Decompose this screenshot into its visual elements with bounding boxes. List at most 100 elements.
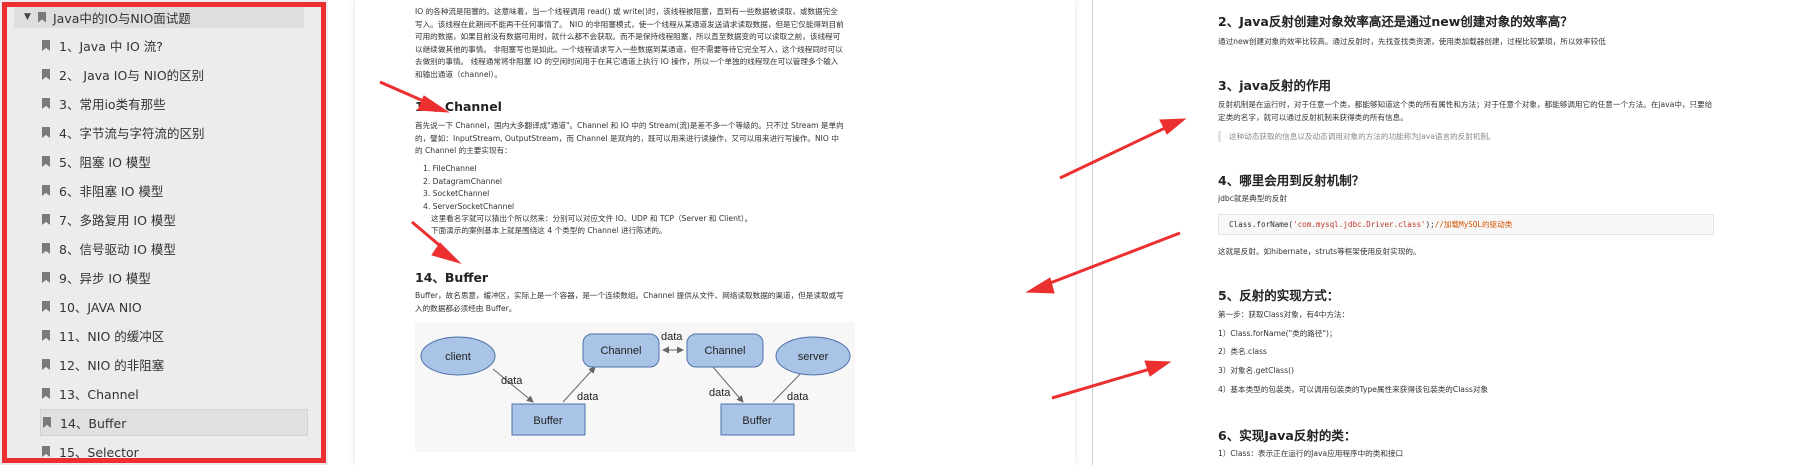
list-item: 3. SocketChannel (423, 189, 490, 198)
outline-item[interactable]: 15、Selector (40, 438, 308, 465)
red-arrow-head (431, 242, 462, 265)
outline-item[interactable]: 4、字节流与字符流的区别 (40, 119, 308, 146)
channel-note-1: 这里看名字就可以猜出个所以然来：分别可以对应文件 IO、UDP 和 TCP（Se… (431, 214, 753, 223)
outline-item[interactable]: 5、阻塞 IO 模型 (40, 148, 308, 175)
outline-item[interactable]: 8、信号驱动 IO 模型 (40, 235, 308, 262)
data-label: data (661, 331, 683, 343)
section-paragraph-3: 反射机制是在运行时，对于任意一个类，都能够知道这个类的所有属性和方法；对于任意个… (1218, 100, 1713, 122)
outline-item-label: 1、Java 中 IO 流? (59, 39, 163, 54)
outline-item-label: 13、Channel (59, 387, 139, 402)
red-arrow-head (417, 95, 450, 113)
outline-item[interactable]: 13、Channel (40, 380, 308, 407)
outline-item[interactable]: 6、非阻塞 IO 模型 (40, 177, 308, 204)
bookmark-icon (42, 214, 50, 225)
bookmark-icon (42, 272, 50, 283)
bookmark-icon (42, 330, 50, 341)
outline-item-label: 10、JAVA NIO (59, 300, 142, 315)
bookmark-icon (38, 11, 46, 23)
section-paragraph-6: 1）Class：表示正在运行的Java应用程序中的类和接口 (1218, 449, 1404, 458)
section-paragraph-4b: 这就是反射。如hibernate，struts等框架使用反射实现的。 (1218, 247, 1421, 256)
step-item: 2）类名.class (1218, 347, 1267, 356)
outline-item[interactable]: 14、Buffer (40, 409, 308, 436)
outline-item-label: 6、非阻塞 IO 模型 (59, 184, 164, 199)
chevron-down-icon[interactable]: ▼ (24, 12, 31, 22)
step-item: 3）对象名.getClass() (1218, 366, 1294, 375)
data-label: data (577, 391, 599, 403)
outline-sidebar: ▼ Java中的IO与NIO面试题 1、Java 中 IO 流? 2、 Java … (0, 0, 328, 465)
outline-item[interactable]: 1、Java 中 IO 流? (40, 32, 308, 59)
outline-root[interactable]: ▼ Java中的IO与NIO面试题 (14, 6, 304, 28)
buffer-node (511, 403, 586, 436)
red-arrow (1044, 231, 1181, 287)
bookmark-icon (42, 156, 50, 167)
outline-item-label: 4、字节流与字符流的区别 (59, 126, 205, 141)
intro-paragraph: IO 的各种流是阻塞的。这意味着，当一个线程调用 read() 或 write(… (415, 7, 844, 79)
channel-node (582, 333, 660, 368)
client-label: client (445, 351, 471, 363)
outline-item[interactable]: 12、NIO 的非阻塞 (40, 351, 308, 378)
bookmark-icon (42, 301, 50, 312)
channel-label: Channel (705, 345, 746, 357)
buffer-heading: 14、Buffer (415, 270, 489, 285)
list-item: 2. DatagramChannel (423, 176, 502, 186)
channel-label: Channel (601, 345, 642, 357)
outline-item-label: 5、阻塞 IO 模型 (59, 155, 151, 170)
code-string: 'com.mysql.jdbc.Driver.class' (1293, 220, 1426, 229)
outline-item-label: 9、异步 IO 模型 (59, 271, 151, 286)
server-label: server (798, 351, 829, 363)
step-item: 4）基本类型的包装类，可以调用包装类的Type属性来获得该包装类的Class对象 (1218, 385, 1489, 394)
client-node (420, 336, 496, 376)
section-paragraph-5: 第一步：获取Class对象，有4中方法： (1218, 310, 1350, 319)
outline-item[interactable]: 11、NIO 的缓冲区 (40, 322, 308, 349)
bookmark-icon (42, 127, 50, 138)
server-node (775, 336, 851, 376)
diagram-arrow (492, 368, 534, 403)
section-quote-3: 这种动态获取的信息以及动态调用对象的方法的功能称为Java语言的反射机制。 (1218, 131, 1718, 142)
bookmark-icon (42, 388, 50, 399)
section-paragraph-4: jdbc就是典型的反射 (1218, 194, 1288, 203)
buffer-paragraph: Buffer，故名思意，缓冲区，实际上是一个容器，是一个连续数组。Channel… (415, 291, 844, 313)
section-heading-6: 6、实现Java反射的类： (1218, 428, 1357, 443)
outline-item-label: 14、Buffer (60, 416, 127, 431)
outline-item[interactable]: 10、JAVA NIO (40, 293, 308, 320)
data-label: data (501, 375, 523, 387)
outline-item[interactable]: 7、多路复用 IO 模型 (40, 206, 308, 233)
red-arrow (1059, 126, 1166, 180)
diagram-arrow (562, 366, 596, 403)
document-page-right: 2、Java反射创建对象效率高还是通过new创建对象的效率高？ 通过new创建对… (1096, 0, 1796, 465)
buffer-node (720, 403, 795, 436)
red-arrow-head (1159, 118, 1187, 135)
bookmark-icon (42, 40, 50, 51)
list-item: 1. FileChannel (423, 164, 477, 173)
code-block: Class.forName('com.mysql.jdbc.Driver.cla… (1218, 214, 1714, 235)
red-arrow-head (1025, 277, 1055, 294)
outline-item[interactable]: 2、 Java IO与 NIO的区别 (40, 61, 308, 88)
channel-note-2: 下面演示的案例基本上就是围绕这 4 个类型的 Channel 进行陈述的。 (431, 226, 667, 235)
bookmark-icon (42, 69, 50, 80)
section-heading-3: 3、java反射的作用 (1218, 78, 1332, 93)
bookmark-icon (42, 243, 50, 254)
outline-item-label: 2、 Java IO与 NIO的区别 (59, 68, 205, 83)
red-arrow (379, 80, 429, 105)
bookmark-icon (42, 446, 50, 457)
channel-buffer-diagram: client Channel Channel server Buffer Buf… (415, 322, 855, 452)
bookmark-icon (42, 185, 50, 196)
outline-item-label: 11、NIO 的缓冲区 (59, 329, 165, 344)
outline-root-label: Java中的IO与NIO面试题 (53, 10, 191, 26)
red-arrow-head (1144, 360, 1172, 377)
code-prefix: Class.forName( (1229, 220, 1294, 229)
outline-item-label: 15、Selector (59, 445, 139, 460)
buffer-label: Buffer (533, 415, 562, 427)
outline-item[interactable]: 3、常用io类有那些 (40, 90, 308, 117)
data-label: data (709, 387, 731, 399)
channel-list: 1. FileChannel 2. DatagramChannel 3. Soc… (423, 163, 514, 213)
code-suffix: ); (1425, 220, 1435, 229)
outline-item-label: 12、NIO 的非阻塞 (59, 358, 165, 373)
red-arrow (1051, 367, 1151, 400)
document-page-left: IO 的各种流是阻塞的。这意味着，当一个线程调用 read() 或 write(… (355, 0, 1075, 465)
buffer-label: Buffer (742, 415, 771, 427)
outline-item[interactable]: 9、异步 IO 模型 (40, 264, 308, 291)
page-divider (1092, 0, 1093, 465)
channel-paragraph: 首先说一下 Channel，国内大多翻译成"通道"。Channel 和 IO 中… (415, 121, 844, 155)
outline-item-label: 8、信号驱动 IO 模型 (59, 242, 176, 257)
